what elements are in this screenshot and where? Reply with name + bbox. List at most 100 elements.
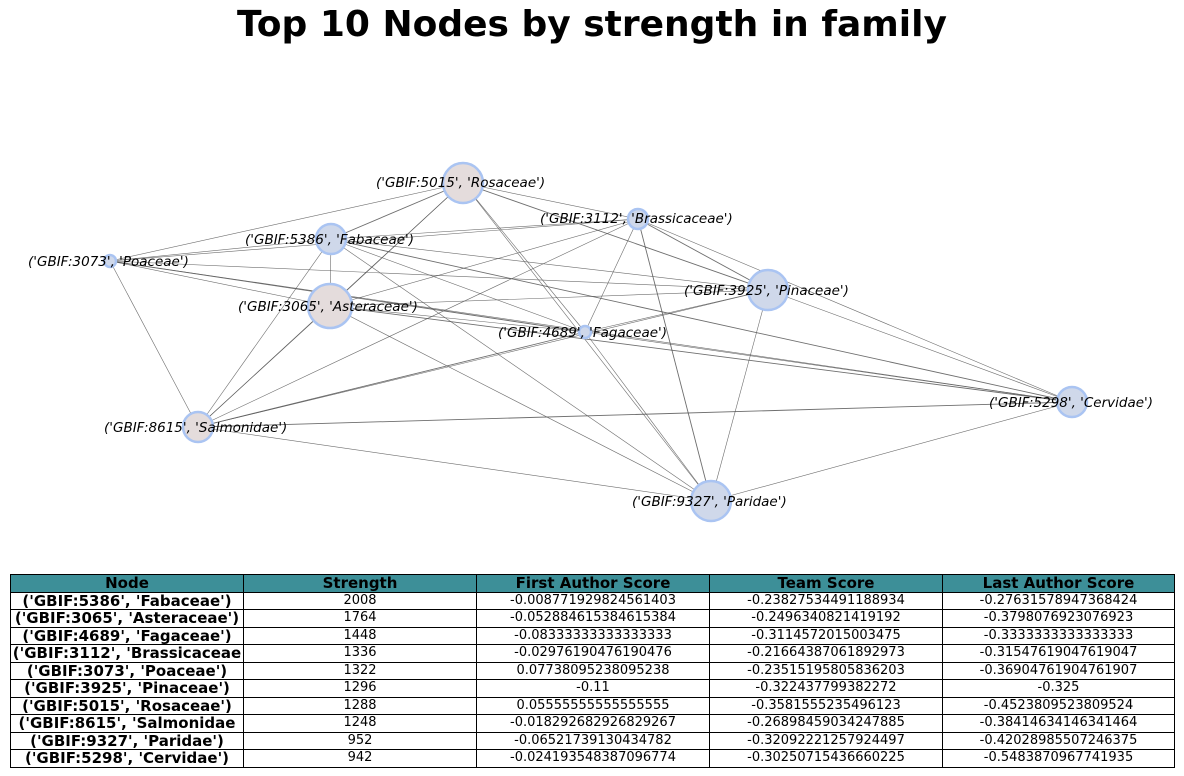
edge-salmonidae-paridae — [197, 426, 712, 502]
edge-fagaceae-paridae — [584, 331, 712, 502]
edges-layer — [109, 182, 1073, 502]
page-title: Top 10 Nodes by strength in family — [237, 4, 947, 45]
edge-brassicaceae-salmonidae — [197, 218, 639, 428]
table-cell: 0.05555555555555555 — [476, 696, 710, 715]
table-cell: 942 — [243, 749, 477, 768]
node-label-cervidae: ('GBIF:5298', 'Cervidae') — [989, 395, 1153, 411]
header-team-score: Team Score — [709, 574, 943, 593]
table-row: ('GBIF:5386', 'Fabaceae')2008-0.00877192… — [10, 591, 1175, 610]
node-fagaceae — [577, 324, 593, 340]
table-cell: -0.32092221257924497 — [709, 731, 943, 750]
node-label-brassicaceae: ('GBIF:3112', 'Brassicaceae') — [540, 211, 733, 227]
edge-rosaceae-poaceae — [109, 182, 464, 262]
edge-rosaceae-fabaceae — [330, 182, 464, 240]
table-cell: 0.07738095238095238 — [476, 661, 710, 680]
table-cell: -0.23515195805836203 — [709, 661, 943, 680]
table-cell: -0.325 — [942, 679, 1175, 698]
table-cell: 1336 — [243, 644, 477, 663]
table-cell: 1322 — [243, 661, 477, 680]
table-cell: -0.052884615384615384 — [476, 609, 710, 628]
table-cell: ('GBIF:9327', 'Paridae') — [10, 731, 244, 750]
table-cell: -0.08333333333333333 — [476, 626, 710, 645]
node-label-fabaceae: ('GBIF:5386', 'Fabaceae') — [245, 232, 414, 248]
node-brassicaceae — [626, 207, 650, 231]
metrics-table: Node Strength First Author Score Team Sc… — [10, 574, 1175, 768]
node-paridae — [689, 479, 733, 523]
node-poaceae — [102, 253, 118, 269]
edge-poaceae-salmonidae — [109, 260, 199, 428]
header-first-author-score: First Author Score — [476, 574, 710, 593]
edge-brassicaceae-asteraceae — [329, 218, 639, 307]
table-cell: 952 — [243, 731, 477, 750]
node-label-poaceae: ('GBIF:3073', 'Poaceae') — [28, 254, 189, 270]
table-cell: -0.3581555235496123 — [709, 696, 943, 715]
table-cell: -0.024193548387096774 — [476, 749, 710, 768]
table-cell: 1764 — [243, 609, 477, 628]
edge-rosaceae-brassicaceae — [462, 182, 639, 220]
edge-fabaceae-poaceae — [109, 238, 332, 262]
table-cell: -0.2496340821419192 — [709, 609, 943, 628]
node-cervidae — [1055, 385, 1089, 419]
table-row: ('GBIF:3065', 'Asteraceae')1764-0.052884… — [10, 609, 1175, 628]
edge-asteraceae-salmonidae — [197, 305, 331, 428]
metrics-table-container: Node Strength First Author Score Team Sc… — [10, 574, 1175, 768]
table-cell: -0.322437799382272 — [709, 679, 943, 698]
edge-fabaceae-pinaceae — [330, 238, 769, 291]
table-cell: 1248 — [243, 714, 477, 733]
node-fabaceae — [314, 222, 348, 256]
table-cell: 1448 — [243, 626, 477, 645]
table-cell: 2008 — [243, 591, 477, 610]
table-cell: ('GBIF:5015', 'Rosaceae') — [10, 696, 244, 715]
table-body: ('GBIF:5386', 'Fabaceae')2008-0.00877192… — [10, 591, 1175, 768]
node-label-pinaceae: ('GBIF:3925', 'Pinaceae') — [684, 283, 849, 299]
table-cell: ('GBIF:3065', 'Asteraceae') — [10, 609, 244, 628]
table-cell: -0.4523809523809524 — [942, 696, 1175, 715]
table-cell: -0.3333333333333333 — [942, 626, 1175, 645]
node-label-salmonidae: ('GBIF:8615', 'Salmonidae') — [104, 420, 287, 436]
header-node: Node — [10, 574, 244, 593]
edge-brassicaceae-pinaceae — [637, 218, 769, 291]
header-strength: Strength — [243, 574, 477, 593]
node-pinaceae — [746, 268, 790, 312]
edge-fagaceae-pinaceae — [584, 289, 769, 333]
edge-brassicaceae-cervidae — [637, 218, 1073, 403]
table-cell: -0.27631578947368424 — [942, 591, 1175, 610]
table-cell: -0.5483870967741935 — [942, 749, 1175, 768]
nodes-layer — [102, 161, 1089, 523]
table-cell: -0.21664387061892973 — [709, 644, 943, 663]
node-salmonidae — [181, 410, 215, 444]
table-cell: ('GBIF:3925', 'Pinaceae') — [10, 679, 244, 698]
edge-brassicaceae-paridae — [637, 218, 712, 502]
table-cell: ('GBIF:5386', 'Fabaceae') — [10, 591, 244, 610]
edge-rosaceae-paridae — [462, 182, 712, 502]
table-cell: ('GBIF:3112', 'Brassicaceae — [10, 644, 244, 663]
table-cell: -0.008771929824561403 — [476, 591, 710, 610]
table-cell: -0.26898459034247885 — [709, 714, 943, 733]
table-cell: -0.42028985507246375 — [942, 731, 1175, 750]
table-cell: ('GBIF:3073', 'Poaceae') — [10, 661, 244, 680]
edge-fagaceae-salmonidae — [197, 331, 586, 428]
table-cell: -0.3798076923076923 — [942, 609, 1175, 628]
table-cell: -0.31547619047619047 — [942, 644, 1175, 663]
edge-fabaceae-fagaceae — [330, 238, 586, 333]
edge-brassicaceae-fabaceae — [330, 218, 639, 240]
table-row: ('GBIF:5298', 'Cervidae')942-0.024193548… — [10, 749, 1175, 768]
edge-asteraceae-fagaceae — [329, 305, 586, 333]
node-label-asteraceae: ('GBIF:3065', 'Asteraceae') — [238, 299, 418, 315]
table-cell: ('GBIF:5298', 'Cervidae') — [10, 749, 244, 768]
table-header-row: Node Strength First Author Score Team Sc… — [10, 574, 1175, 593]
edge-pinaceae-paridae — [710, 289, 769, 502]
table-row: ('GBIF:4689', 'Fagaceae')1448-0.08333333… — [10, 626, 1175, 645]
edge-asteraceae-cervidae — [329, 305, 1073, 403]
edge-rosaceae-pinaceae — [462, 182, 769, 291]
edge-poaceae-pinaceae — [109, 260, 769, 291]
edge-salmonidae-cervidae — [197, 401, 1073, 428]
table-cell: ('GBIF:8615', 'Salmonidae — [10, 714, 244, 733]
node-label-paridae: ('GBIF:9327', 'Paridae') — [632, 494, 787, 510]
edge-paridae-cervidae — [710, 401, 1073, 502]
edge-brassicaceae-poaceae — [109, 218, 639, 262]
table-cell: 1296 — [243, 679, 477, 698]
